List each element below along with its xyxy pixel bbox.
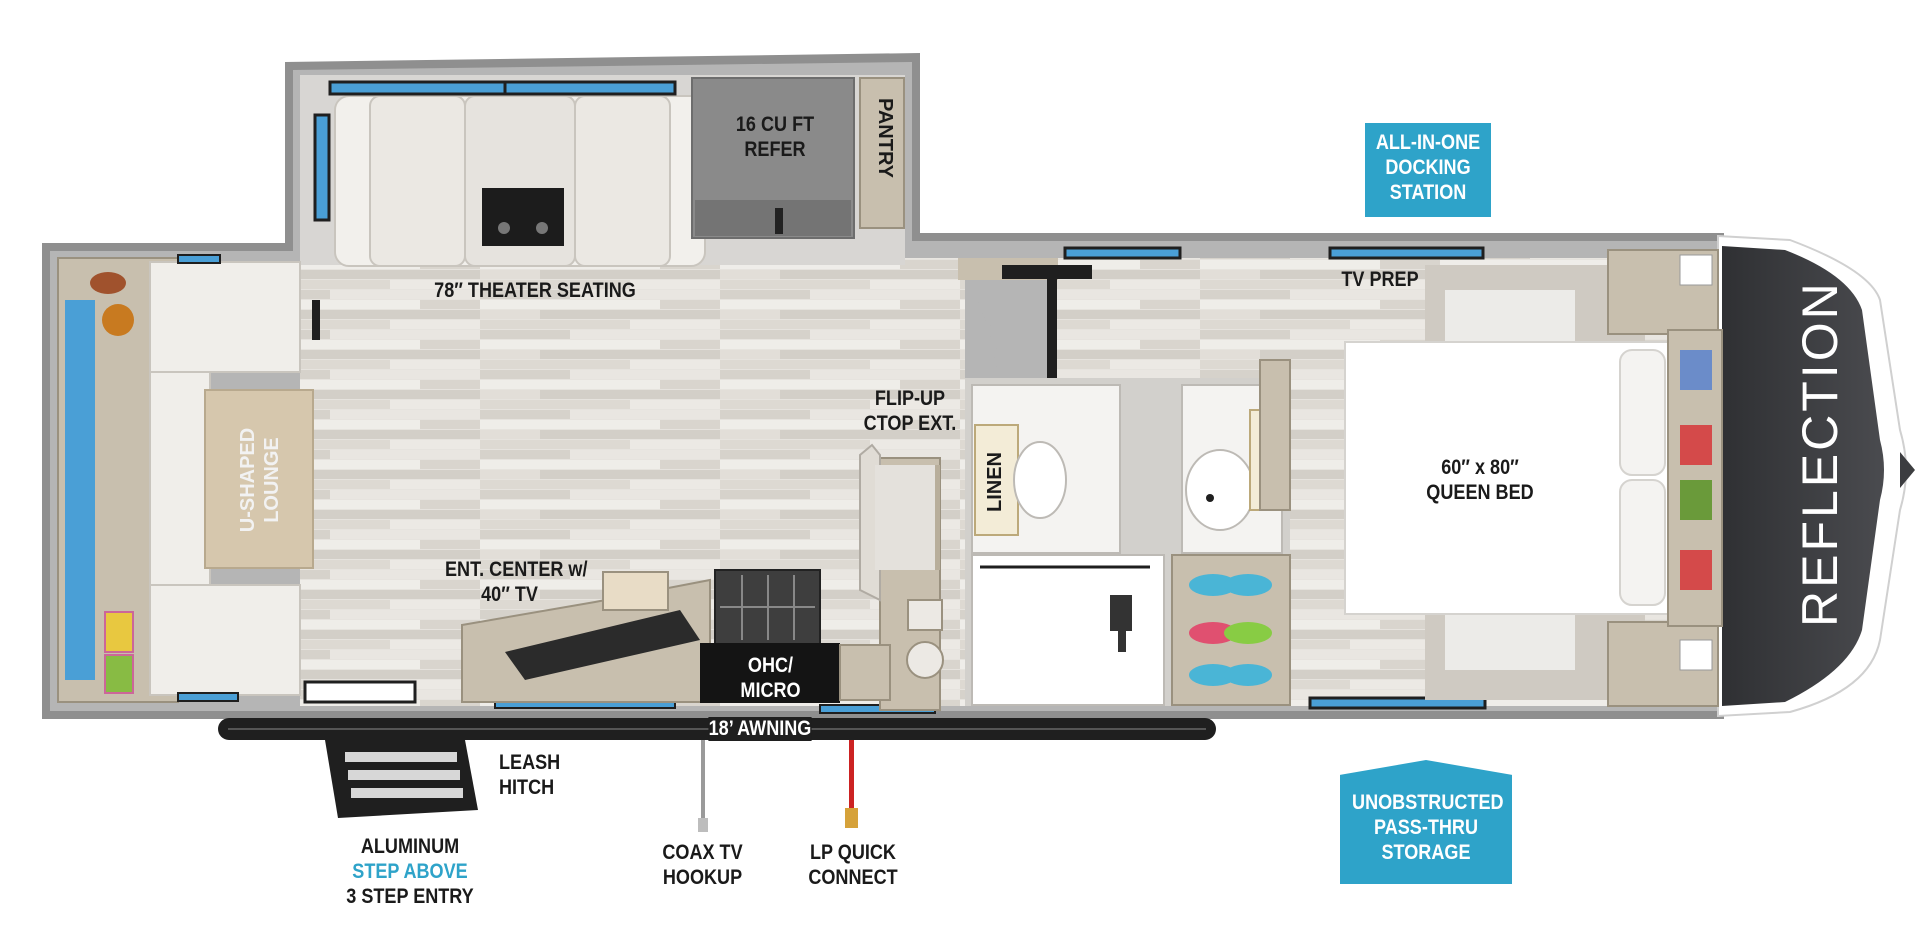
awning-label: 18’ AWNING: [708, 717, 812, 741]
window-icon: [177, 254, 221, 264]
aluminum-step-label: ALUMINUM STEP ABOVE 3 STEP ENTRY: [346, 835, 474, 908]
coax-hookup-icon: [698, 740, 708, 832]
lp-quick-label: LP QUICK CONNECT: [808, 841, 898, 889]
window-icon: [1308, 696, 1487, 710]
brand-logo: REFLECTION: [1792, 280, 1848, 627]
sink-icon: [875, 465, 935, 570]
storage-callout: UNOBSTRUCTED PASS-THRU STORAGE: [1340, 760, 1512, 884]
u-shaped-lounge: [57, 257, 314, 703]
leash-hitch-label: LEASH HITCH: [499, 751, 561, 799]
toilet-icon: [1013, 441, 1067, 519]
ohc-micro-label: OHC/ MICRO: [740, 654, 801, 702]
window-icon: [328, 80, 507, 96]
linen-label: LINEN: [984, 452, 1006, 512]
coax-label: COAX TV HOOKUP: [662, 841, 743, 889]
window-icon: [313, 113, 331, 222]
pantry-cabinet: [859, 77, 905, 229]
refrigerator-icon: [691, 77, 855, 239]
window-icon: [1328, 246, 1485, 260]
front-cap: [1717, 234, 1915, 718]
theater-seating-label: 78″ THEATER SEATING: [434, 279, 636, 302]
theater-seating: [334, 95, 706, 267]
flip-up-label: FLIP-UP CTOP EXT.: [863, 387, 957, 435]
bedroom-wardrobes: [1607, 249, 1723, 707]
entertainment-center: [461, 571, 711, 703]
docking-station-callout: ALL-IN-ONE DOCKING STATION: [1365, 123, 1491, 217]
window-icon: [1063, 246, 1182, 260]
queen-bed: [1344, 265, 1676, 700]
shower-icon: [1110, 595, 1132, 652]
entry-door: [303, 300, 417, 704]
tv-prep-label: TV PREP: [1341, 268, 1419, 291]
queen-bed-label: 60″ x 80″ QUEEN BED: [1426, 456, 1534, 504]
stove-icon: [700, 569, 840, 703]
windows: [177, 80, 1487, 714]
ent-center-label: ENT. CENTER w/ 40″ TV: [445, 558, 588, 606]
wardrobe-cabinet: [1171, 359, 1291, 706]
refer-label: 16 CU FT REFER: [735, 113, 815, 161]
lp-connect-icon: [845, 740, 858, 828]
u-shaped-lounge-label: U-SHAPED LOUNGE: [237, 427, 283, 533]
pantry-label: PANTRY: [874, 98, 896, 178]
entry-steps-icon: [325, 740, 478, 818]
window-icon: [177, 692, 239, 702]
window-icon: [503, 80, 677, 96]
